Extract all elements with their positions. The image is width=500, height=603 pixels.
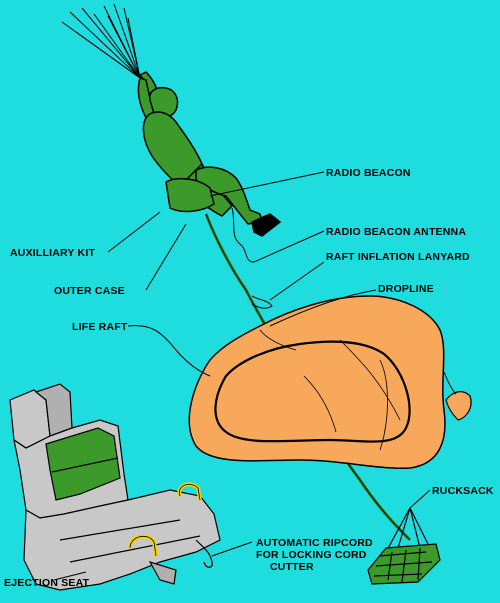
leader-lines	[53, 171, 431, 581]
label-radio-beacon: RADIO BEACON	[326, 167, 411, 179]
antenna-wire	[231, 207, 255, 263]
ejection-seat	[9, 383, 221, 591]
lanyard-loop	[251, 295, 273, 309]
parachute-risers	[61, 3, 141, 79]
label-rucksack: RUCKSACK	[432, 485, 494, 497]
life-raft	[188, 295, 472, 470]
label-automatic-ripcord-line1: AUTOMATIC RIPCORD	[256, 537, 373, 549]
labels: RADIO BEACON RADIO BEACON ANTENNA RAFT I…	[4, 167, 494, 589]
label-automatic-ripcord-line2: FOR LOCKING CORD	[256, 549, 367, 561]
parachutist	[137, 71, 282, 237]
label-dropline: DROPLINE	[378, 283, 434, 295]
label-auxiliary-kit: AUXILLIARY KIT	[10, 247, 95, 259]
label-life-raft: LIFE RAFT	[72, 321, 128, 333]
label-outer-case: OUTER CASE	[54, 285, 125, 297]
rucksack	[367, 507, 441, 585]
label-radio-beacon-antenna: RADIO BEACON ANTENNA	[326, 226, 466, 238]
label-automatic-ripcord-line3: CUTTER	[270, 561, 314, 573]
label-ejection-seat: EJECTION SEAT	[4, 577, 90, 589]
label-raft-inflation-lanyard: RAFT INFLATION LANYARD	[326, 251, 470, 263]
